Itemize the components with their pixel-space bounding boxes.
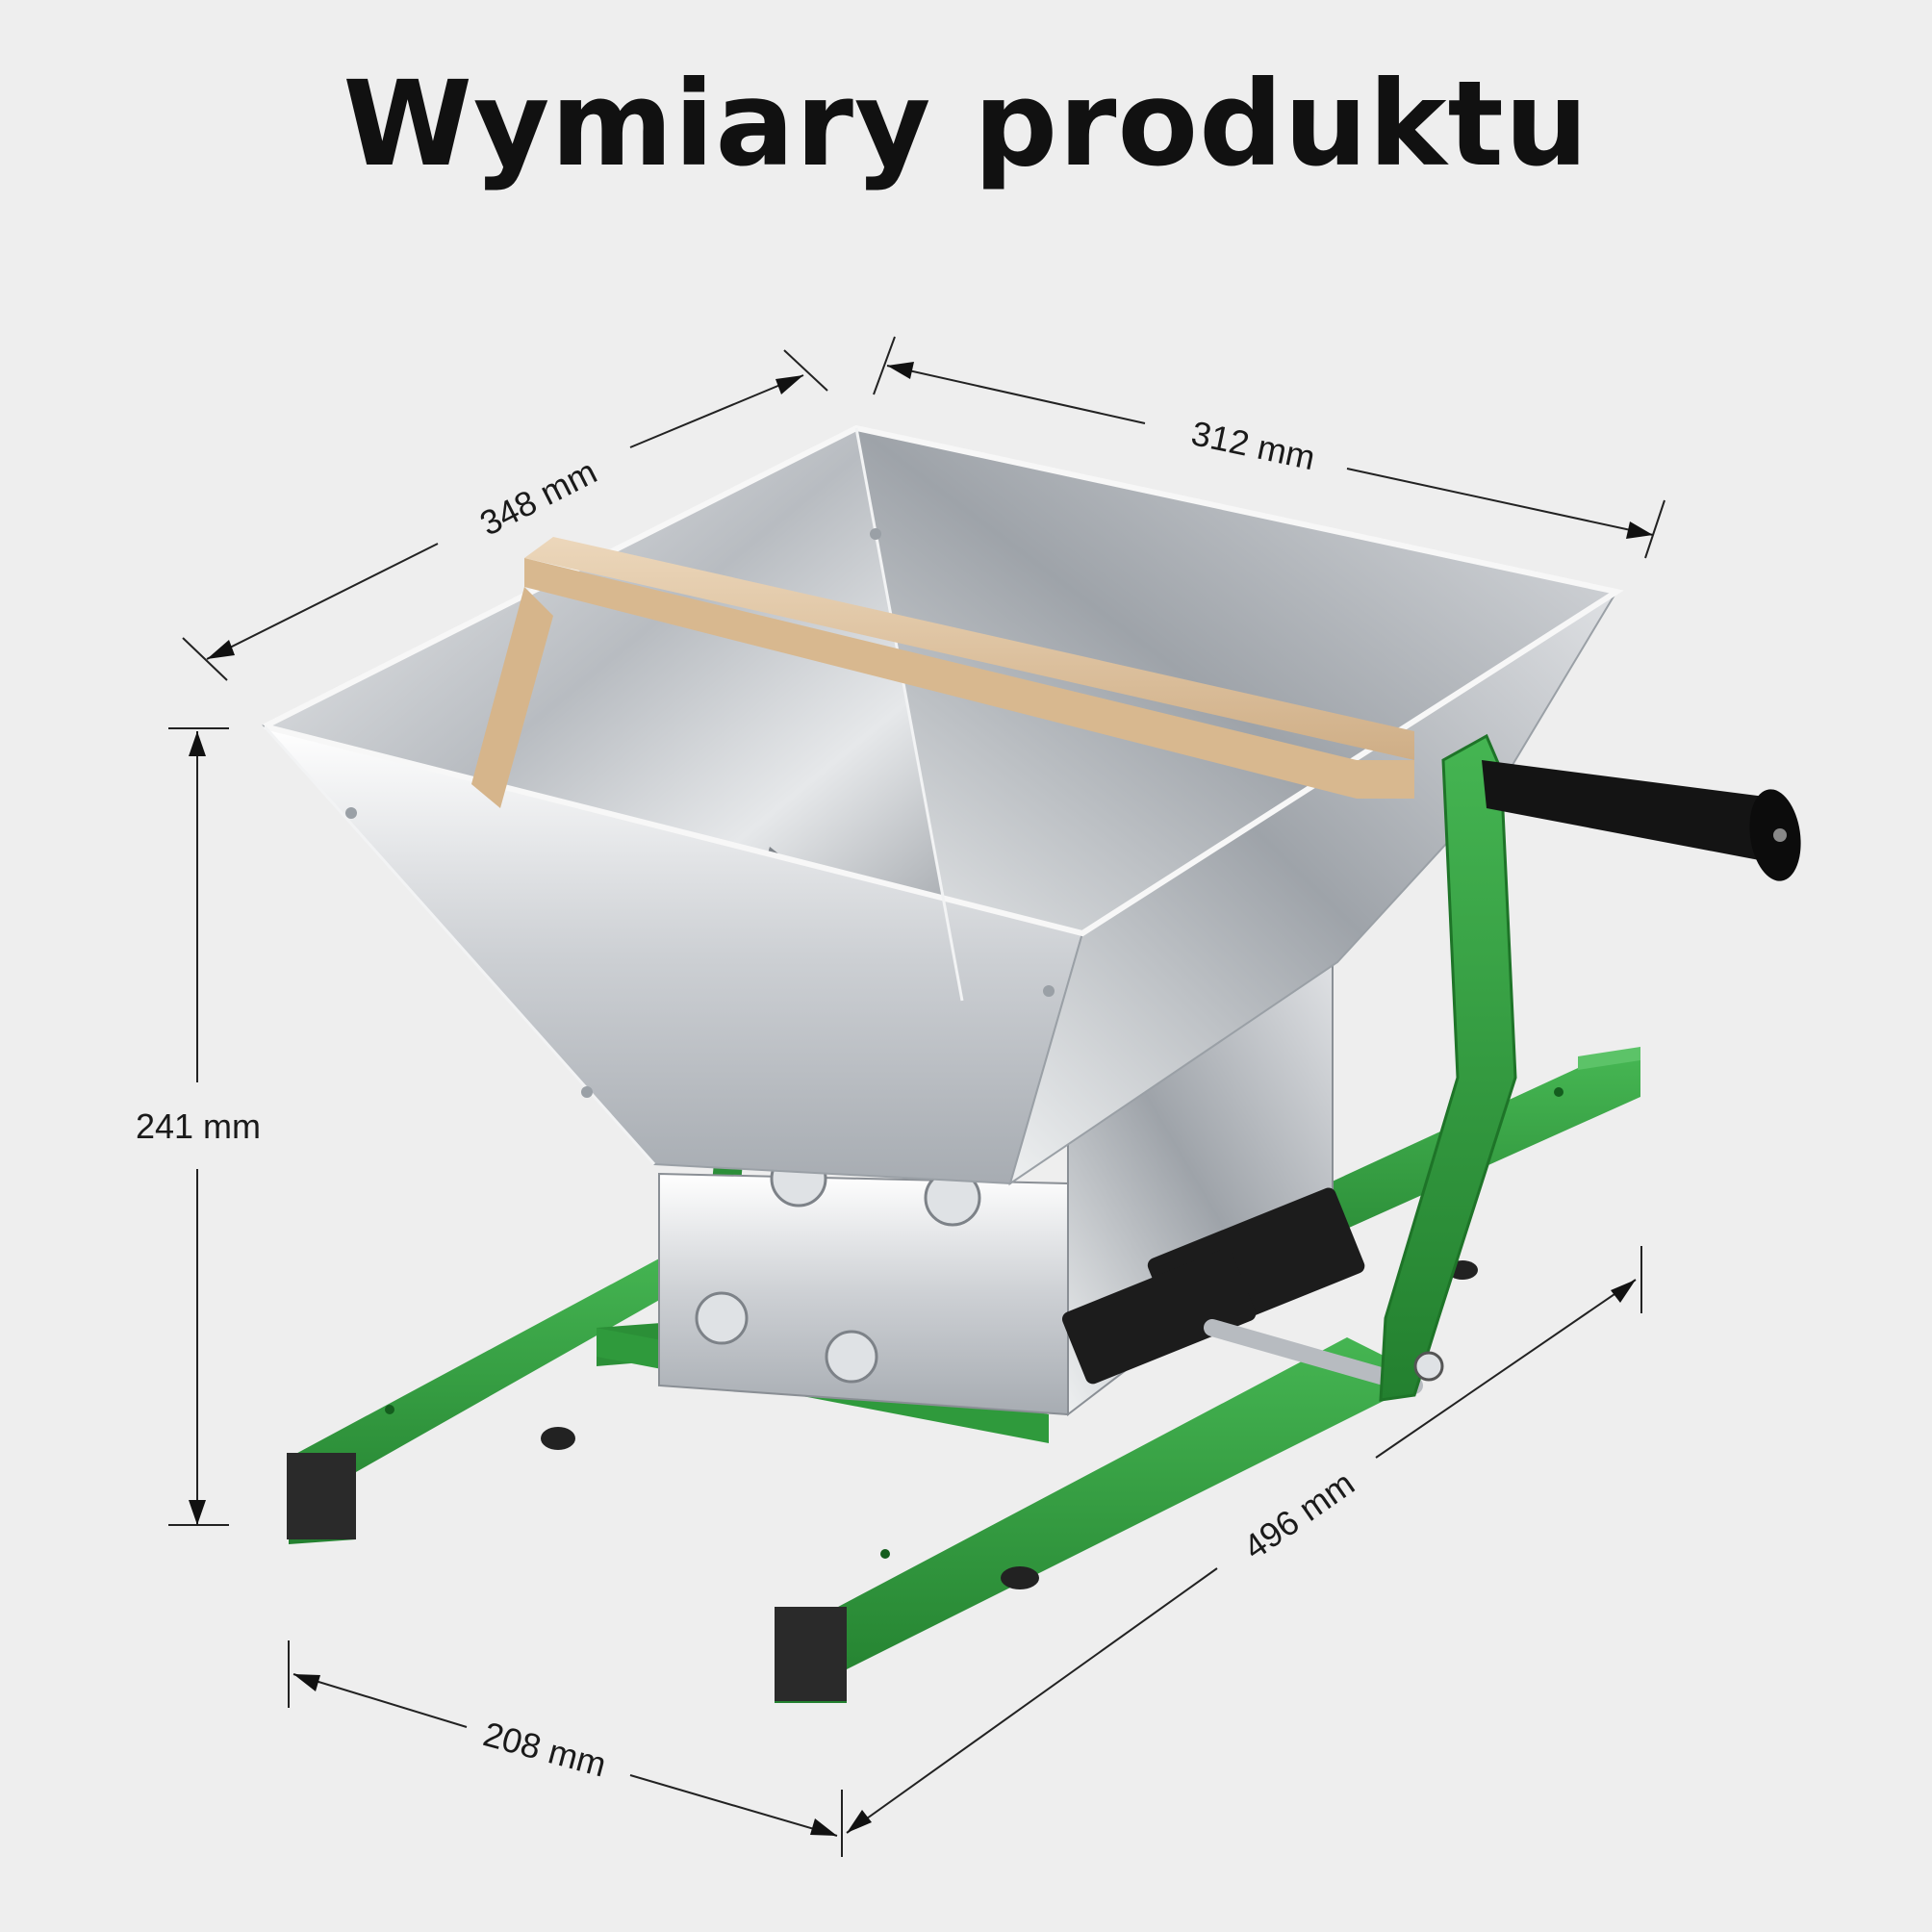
dim-line-base — [292, 1673, 468, 1728]
frame-hole — [880, 1549, 890, 1559]
front-rail — [775, 1337, 1385, 1703]
dim-label-width: 312 mm — [1188, 413, 1319, 477]
foot-pad — [1001, 1566, 1039, 1589]
foot-left — [287, 1453, 356, 1539]
dim-label-depth: 348 mm — [473, 451, 602, 544]
rear-rail-top — [1578, 1047, 1640, 1070]
arrowhead — [1626, 521, 1653, 539]
wooden-bar-front — [524, 558, 1414, 799]
frame-hole — [1554, 1087, 1563, 1097]
crank-handle-screw — [1773, 828, 1787, 842]
crank — [1379, 733, 1801, 1402]
dim-line-width — [1346, 468, 1654, 536]
dim-label-height: 241 mm — [136, 1106, 261, 1146]
dim-label-base: 208 mm — [479, 1714, 610, 1784]
bearing-block — [1061, 1248, 1257, 1385]
crank-handle-grip — [1482, 760, 1797, 866]
rivet — [1043, 985, 1055, 997]
dimension-arrows — [189, 362, 1653, 1836]
hopper-seam — [854, 427, 964, 1002]
dim-tick — [873, 336, 896, 395]
wooden-bar-top — [524, 537, 1414, 760]
dim-line-depth — [206, 543, 439, 660]
dimension-lines — [168, 336, 1665, 1857]
rivet — [345, 807, 357, 819]
dim-line-depth — [629, 374, 804, 448]
dim-label-length: 496 mm — [1236, 1463, 1361, 1567]
arrowhead — [847, 1810, 872, 1833]
dim-tick — [1644, 499, 1665, 559]
crank-pivot — [1413, 1351, 1444, 1382]
wooden-bar — [471, 537, 1414, 808]
dim-line-length — [1375, 1279, 1637, 1459]
foot-pad — [541, 1427, 575, 1450]
arrowhead — [887, 362, 914, 379]
rivet — [870, 528, 881, 540]
arrowhead — [293, 1674, 320, 1691]
arrowhead — [189, 1500, 206, 1525]
dim-line-base — [629, 1774, 838, 1837]
wooden-bar-side — [471, 587, 553, 808]
hopper-rim — [263, 424, 1624, 937]
page-title: Wymiary produktu — [343, 56, 1589, 192]
hopper — [262, 424, 1624, 1186]
dim-line-length — [846, 1567, 1218, 1834]
arrowhead — [775, 375, 803, 394]
dim-tick — [783, 349, 828, 392]
bolt — [825, 1330, 878, 1384]
rivet — [581, 1086, 593, 1098]
arrowhead — [207, 640, 235, 659]
arrowhead — [1611, 1280, 1636, 1303]
arrowhead — [189, 731, 206, 756]
dim-line-width — [886, 365, 1146, 424]
dim-tick — [182, 637, 228, 681]
arrowhead — [810, 1818, 837, 1836]
foot-front — [775, 1607, 847, 1701]
left-rail — [289, 1251, 712, 1544]
frame-hole — [385, 1405, 394, 1414]
bolt — [695, 1291, 749, 1345]
